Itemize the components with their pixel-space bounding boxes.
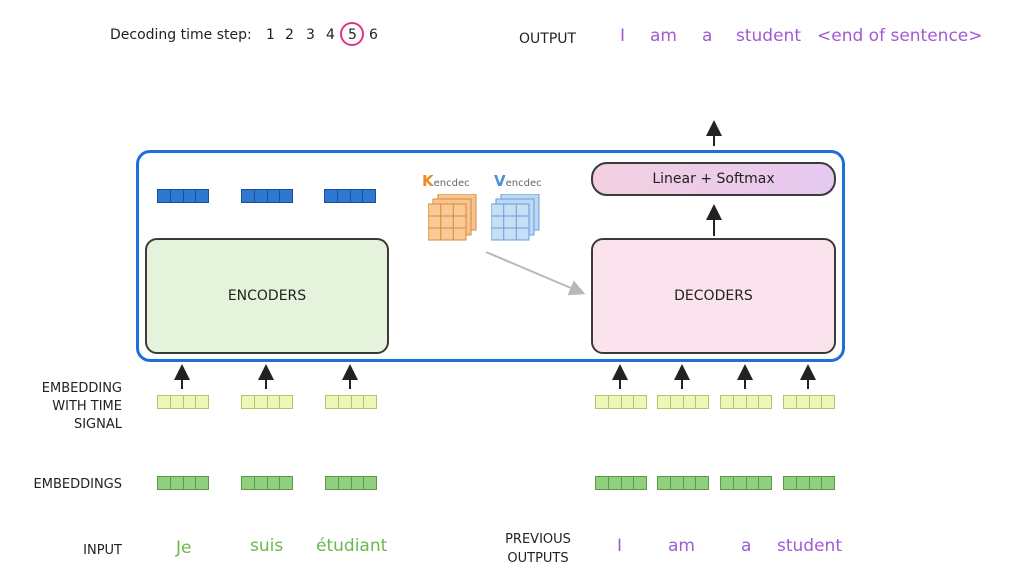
time-signal-embedding bbox=[325, 395, 377, 409]
previous-output-word: I bbox=[617, 536, 623, 556]
output-label: OUTPUT bbox=[519, 31, 577, 47]
k-encdec-label: Kencdec bbox=[422, 171, 470, 190]
v-encdec-label: Vencdec bbox=[494, 171, 542, 190]
label-line: OUTPUTS bbox=[507, 551, 569, 566]
linear-softmax-label: Linear + Softmax bbox=[652, 171, 775, 187]
previous-output-word: a bbox=[741, 536, 752, 556]
encoders-label: ENCODERS bbox=[227, 288, 307, 304]
label-line: WITH TIME bbox=[52, 399, 122, 414]
time-signal-embedding bbox=[595, 395, 647, 409]
input-word: suis bbox=[250, 536, 284, 556]
label-line: PREVIOUS bbox=[505, 532, 571, 547]
k-matrix-stack-icon bbox=[428, 194, 477, 241]
step-2: 2 bbox=[285, 27, 294, 43]
time-signal-embedding bbox=[241, 395, 293, 409]
word-embedding bbox=[157, 476, 209, 490]
time-signal-embedding bbox=[157, 395, 209, 409]
time-signal-embedding bbox=[657, 395, 709, 409]
time-signal-embedding bbox=[720, 395, 772, 409]
current-step-highlight bbox=[340, 22, 364, 46]
output-word: student bbox=[736, 26, 801, 46]
step-5: 5 bbox=[348, 27, 357, 43]
encoder-decoder-container bbox=[136, 150, 845, 362]
input-word: étudiant bbox=[316, 536, 388, 556]
word-embedding bbox=[241, 476, 293, 490]
k-sub: encdec bbox=[433, 178, 470, 189]
word-embedding bbox=[657, 476, 709, 490]
decoders-label: DECODERS bbox=[674, 288, 753, 304]
encoder-output-vector bbox=[324, 189, 376, 203]
output-word: I bbox=[620, 26, 626, 46]
step-4: 4 bbox=[326, 27, 335, 43]
output-word: a bbox=[702, 26, 713, 46]
output-word-end-of-sentence: <end of sentence> bbox=[817, 26, 983, 46]
previous-outputs-label: PREVIOUS OUTPUTS bbox=[496, 530, 580, 568]
input-label: INPUT bbox=[83, 543, 122, 558]
v-matrix-stack-icon bbox=[491, 194, 540, 241]
embedding-with-time-signal-label: EMBEDDING WITH TIME SIGNAL bbox=[14, 380, 122, 434]
decoders-block: DECODERS bbox=[591, 238, 836, 354]
arrow-kv-to-decoder bbox=[485, 251, 586, 296]
word-embedding bbox=[595, 476, 647, 490]
word-embedding bbox=[783, 476, 835, 490]
previous-output-word: am bbox=[668, 536, 695, 556]
step-6: 6 bbox=[369, 27, 378, 43]
k-main: K bbox=[422, 172, 434, 190]
decoding-time-step-label: Decoding time step: bbox=[110, 27, 252, 43]
label-line: EMBEDDING bbox=[41, 381, 122, 396]
step-3: 3 bbox=[306, 27, 315, 43]
v-sub: encdec bbox=[505, 178, 542, 189]
encoder-output-vector bbox=[157, 189, 209, 203]
label-line: SIGNAL bbox=[73, 417, 122, 432]
v-main: V bbox=[494, 172, 506, 190]
embeddings-label: EMBEDDINGS bbox=[33, 477, 122, 492]
step-1: 1 bbox=[266, 27, 275, 43]
word-embedding bbox=[720, 476, 772, 490]
linear-softmax-block: Linear + Softmax bbox=[591, 162, 836, 196]
previous-output-word: student bbox=[777, 536, 842, 556]
input-word: Je bbox=[176, 538, 192, 558]
time-signal-embedding bbox=[783, 395, 835, 409]
word-embedding bbox=[325, 476, 377, 490]
encoder-output-vector bbox=[241, 189, 293, 203]
encoders-block: ENCODERS bbox=[145, 238, 389, 354]
output-word: am bbox=[650, 26, 677, 46]
